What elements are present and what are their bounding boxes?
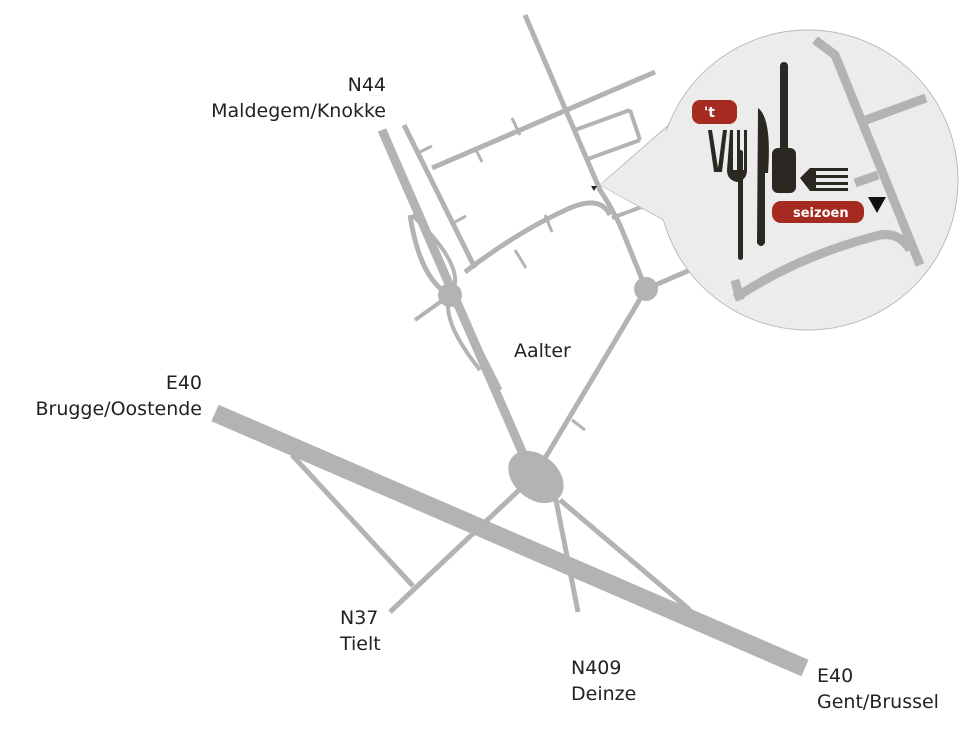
road-destination: Deinze [571,683,637,705]
label-e40-west: E40 Brugge/Oostende [35,370,202,422]
cutlery-logo-icon [708,62,848,260]
location-marker-icon [868,197,886,213]
main-street [522,14,649,290]
label-n409: N409 Deinze [571,655,636,707]
label-e40-east: E40 Gent/Brussel [817,663,939,715]
road-destination: Brugge/Oostende [35,398,202,420]
road-number: N37 [340,607,379,629]
n37-road [388,473,537,614]
logo-name: seizoen [793,206,849,221]
road-number: E40 [165,372,202,394]
e40-highway [211,404,809,677]
road-number: E40 [817,665,854,687]
e40-ramp-east [558,498,692,612]
n409-road [550,484,581,613]
road-destination: Tielt [340,633,381,655]
logo-prefix: 't [704,105,715,121]
label-n44: N44 Maldegem/Knokke [211,72,386,124]
e40-ramp-west [290,453,415,588]
label-town: Aalter [514,340,571,362]
label-n37: N37 Tielt [340,605,381,657]
roundabout-main [508,450,564,504]
location-callout: 't seizoen [599,29,959,331]
road-east [532,287,649,477]
road-number: N409 [571,657,622,679]
road-number: N44 [347,74,386,96]
location-marker-small [591,186,597,191]
roundabout-west [438,283,462,307]
road-destination: Gent/Brussel [817,691,939,713]
road-destination: Maldegem/Knokke [211,100,386,122]
roundabout-east [634,277,658,301]
